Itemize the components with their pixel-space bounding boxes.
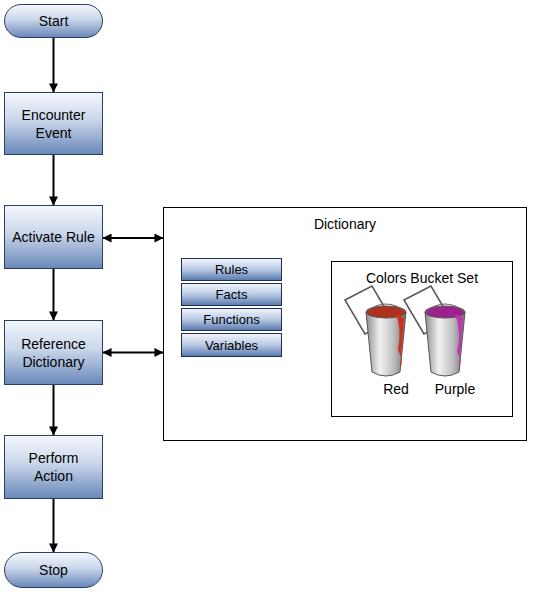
group-box: Colors Bucket Set: [331, 261, 513, 417]
bucket-body: [425, 312, 465, 376]
node-text-group: Facts: [216, 287, 248, 302]
node-text: Reference Dictionary: [9, 335, 98, 371]
node-text: Rules: [215, 262, 248, 277]
terminator-pill: Start: [4, 4, 103, 38]
node-text-group: Perform Action: [9, 449, 98, 485]
node-text: Dictionary: [314, 215, 376, 233]
process-box: Encounter Event: [4, 92, 103, 155]
item-box: Rules: [181, 258, 282, 281]
node-text-group: Functions: [203, 312, 259, 327]
node-text: Facts: [216, 287, 248, 302]
node-text: Start: [39, 12, 69, 30]
node-text-group: Colors Bucket Set: [366, 269, 478, 287]
flow-arrow: [103, 352, 163, 354]
node-text: Functions: [203, 312, 259, 327]
node-text-group: Encounter Event: [9, 106, 98, 142]
node-text-group: Variables: [205, 338, 258, 353]
item-box: Variables: [181, 333, 282, 357]
node-text-group: Reference Dictionary: [9, 335, 98, 371]
node-text: Stop: [39, 561, 68, 579]
flow-arrow: [53, 385, 55, 435]
flow-arrow: [103, 237, 163, 239]
flow-arrow: [53, 38, 55, 92]
node-text: Perform Action: [9, 449, 98, 485]
container-box: DictionaryRulesFactsFunctionsVariables Co…: [163, 207, 527, 441]
terminator-pill: Stop: [4, 552, 103, 588]
node-text-group: Activate Rule: [12, 228, 94, 246]
flow-arrow: [53, 269, 55, 320]
process-box: Activate Rule: [4, 205, 103, 269]
color-label: Red: [361, 380, 431, 398]
node-text-group: Rules: [215, 262, 248, 277]
node-text-group: Dictionary: [314, 215, 376, 233]
flow-arrow: [53, 499, 55, 552]
flow-arrow: [53, 155, 55, 205]
bucket-body: [366, 312, 406, 376]
node-text: Colors Bucket Set: [366, 269, 478, 287]
process-box: Reference Dictionary: [4, 320, 103, 385]
item-box: Functions: [181, 308, 282, 331]
node-text: Encounter Event: [9, 106, 98, 142]
node-text-group: Start: [39, 12, 69, 30]
item-box: Facts: [181, 283, 282, 306]
color-label: Purple: [420, 380, 490, 398]
node-text: Variables: [205, 338, 258, 353]
node-text-group: Stop: [39, 561, 68, 579]
process-box: Perform Action: [4, 435, 103, 499]
node-text: Activate Rule: [12, 228, 94, 246]
